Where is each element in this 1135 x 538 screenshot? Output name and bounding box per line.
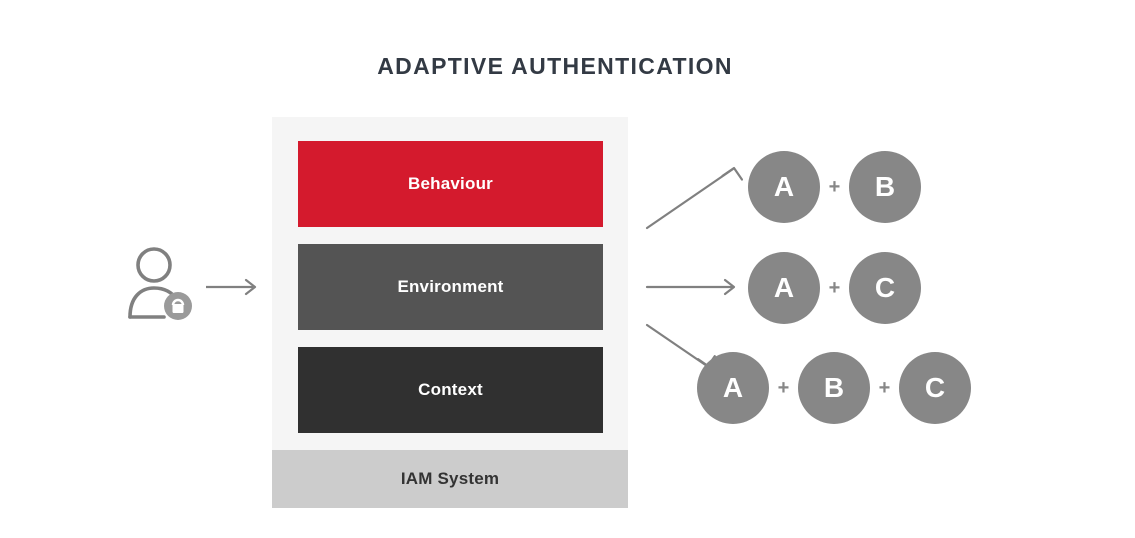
iam-system-base[interactable]: IAM System	[272, 450, 628, 508]
plus-icon: +	[828, 277, 841, 299]
factor-circle[interactable]: B	[798, 352, 870, 424]
page-title: ADAPTIVE AUTHENTICATION	[377, 53, 733, 79]
outcome-row-1: A + B	[748, 151, 921, 223]
plus-icon: +	[878, 377, 891, 399]
fan-out-arrows	[645, 165, 755, 370]
plus-icon: +	[777, 377, 790, 399]
factor-circle[interactable]: A	[748, 252, 820, 324]
stack-layer-behaviour[interactable]: Behaviour	[298, 141, 603, 227]
signal-stack-panel: Behaviour Environment Context	[272, 117, 628, 450]
factor-circle[interactable]: A	[748, 151, 820, 223]
outcome-row-3: A + B + C	[697, 352, 971, 424]
factor-circle[interactable]: B	[849, 151, 921, 223]
factor-circle[interactable]: C	[849, 252, 921, 324]
plus-icon: +	[828, 176, 841, 198]
factor-circle[interactable]: A	[697, 352, 769, 424]
user-with-lock-icon	[124, 247, 202, 323]
stack-layer-environment[interactable]: Environment	[298, 244, 603, 330]
arrow-right-icon	[205, 278, 259, 296]
factor-circle[interactable]: C	[899, 352, 971, 424]
stack-layer-context[interactable]: Context	[298, 347, 603, 433]
outcome-row-2: A + C	[748, 252, 921, 324]
